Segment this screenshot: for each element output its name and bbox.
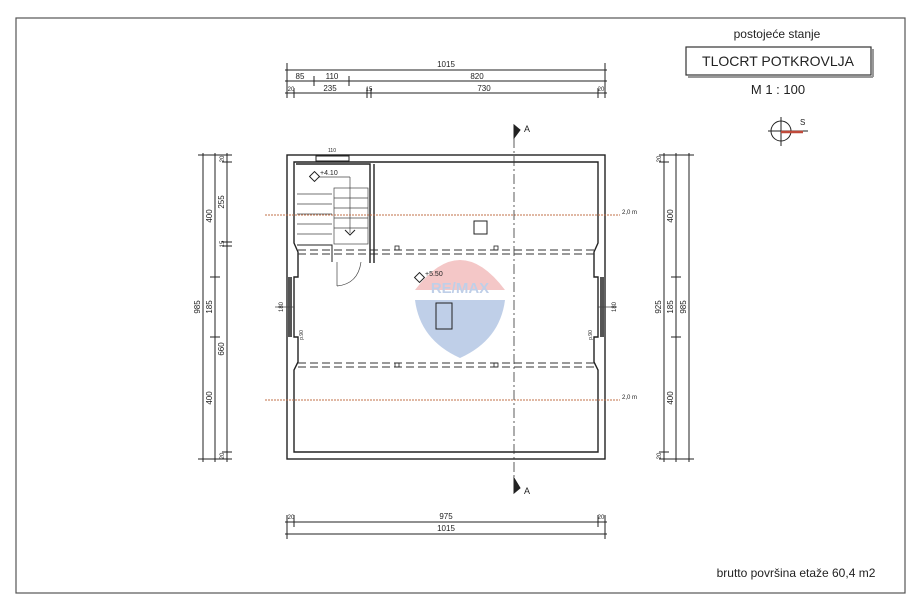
top-dimensions: 1015 85 110 820 20 235 15 730 20 bbox=[285, 60, 607, 98]
dimension-label: 20 bbox=[598, 515, 605, 521]
section-line-a: A A bbox=[513, 123, 530, 496]
height-line-top: 2,0 m bbox=[265, 210, 637, 216]
dimension-label: 185 bbox=[666, 300, 675, 314]
dimension-label: 400 bbox=[666, 391, 675, 405]
dimension-label: 20 bbox=[288, 87, 295, 93]
dimension-label: 820 bbox=[470, 72, 484, 81]
level-marker-attic: +5.50 bbox=[413, 271, 443, 284]
dimension-label: 180 bbox=[279, 301, 285, 312]
north-arrow-icon bbox=[768, 117, 808, 146]
dimension-label: 20 bbox=[657, 155, 663, 162]
title-box bbox=[685, 46, 872, 76]
dimension-label: 180 bbox=[612, 301, 618, 312]
dimension-label: p.90 bbox=[588, 330, 594, 340]
dimension-label: 15 bbox=[366, 87, 373, 93]
subtitle: postojeće stanje bbox=[734, 27, 821, 41]
dimension-label: 1015 bbox=[437, 60, 455, 69]
dimension-label: 20 bbox=[598, 87, 605, 93]
dimension-label: +5.50 bbox=[425, 271, 443, 278]
chimney bbox=[473, 220, 488, 235]
dimension-label: 1015 bbox=[437, 524, 455, 533]
dimension-label: RE/MAX bbox=[431, 280, 489, 297]
dimension-label: 400 bbox=[666, 209, 675, 223]
sheet-border bbox=[15, 17, 906, 594]
dimension-label: 400 bbox=[205, 209, 214, 223]
remax-watermark: RE/MAX bbox=[415, 260, 505, 358]
building-outline: 180 p.90 180 p.90 110 bbox=[275, 148, 618, 460]
area-note: brutto površina etaže 60,4 m2 bbox=[717, 566, 876, 580]
dimension-label: 20 bbox=[220, 452, 226, 459]
bottom-dimensions: 975 1015 20 20 bbox=[285, 512, 607, 539]
dimension-label: 15 bbox=[220, 240, 226, 247]
dimension-label: 730 bbox=[477, 84, 491, 93]
drawing-title: TLOCRT POTKROVLJA bbox=[702, 53, 855, 69]
height-line-bottom: 2,0 m bbox=[265, 395, 637, 401]
dimension-label: 235 bbox=[323, 84, 337, 93]
dimension-label: 110 bbox=[328, 148, 336, 154]
dimension-label: p.90 bbox=[299, 330, 305, 340]
roof-opening bbox=[435, 302, 453, 330]
north-label: S bbox=[800, 118, 805, 127]
right-dimensions: 20 925 20 400 185 400 985 bbox=[654, 153, 694, 462]
dimension-label: +4.10 bbox=[320, 170, 338, 177]
dimension-label: 85 bbox=[296, 72, 305, 81]
dimension-label: 925 bbox=[654, 300, 663, 314]
dimension-label: 2,0 m bbox=[622, 395, 637, 401]
dimension-label: 400 bbox=[205, 391, 214, 405]
dimension-label: 985 bbox=[679, 300, 688, 314]
dimension-label: 20 bbox=[220, 155, 226, 162]
dimension-label: 985 bbox=[193, 300, 202, 314]
dimension-label: 20 bbox=[288, 515, 295, 521]
left-dimensions: 985 400 185 400 20 255 15 660 20 bbox=[193, 153, 232, 462]
dimension-label: 975 bbox=[439, 512, 453, 521]
scale-label: M 1 : 100 bbox=[751, 82, 805, 97]
dimension-label: A bbox=[524, 124, 530, 134]
dimension-label: 110 bbox=[326, 72, 339, 81]
level-marker-stair: +4.10 bbox=[308, 170, 338, 183]
staircase bbox=[296, 163, 375, 287]
dimension-label: 2,0 m bbox=[622, 210, 637, 216]
dimension-label: 255 bbox=[217, 195, 226, 209]
dimension-label: 185 bbox=[205, 300, 214, 314]
dimension-label: 20 bbox=[657, 452, 663, 459]
dimension-label: A bbox=[524, 486, 530, 496]
dimension-label: 660 bbox=[217, 342, 226, 356]
